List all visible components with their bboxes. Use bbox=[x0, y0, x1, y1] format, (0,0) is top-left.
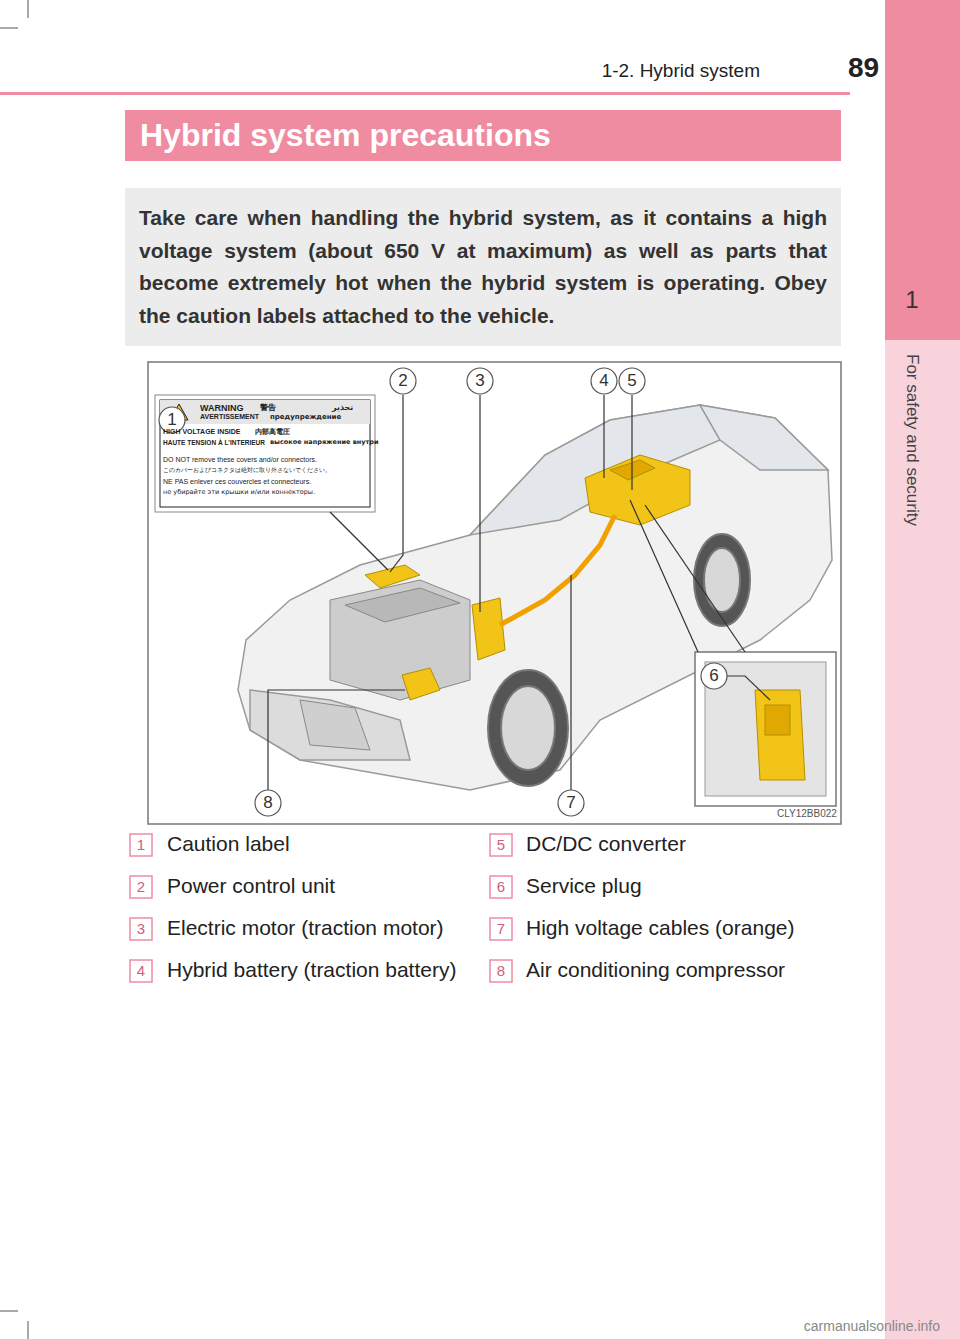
list-number: 2 bbox=[137, 878, 145, 895]
list-number: 7 bbox=[497, 920, 505, 937]
part-name: DC/DC converter bbox=[526, 832, 686, 856]
part-name: Air conditioning compressor bbox=[526, 958, 785, 982]
callout-number: 1 bbox=[167, 410, 176, 430]
label-text: 警告 bbox=[260, 403, 276, 412]
callout-number: 2 bbox=[398, 371, 407, 391]
callout-number: 7 bbox=[566, 793, 575, 813]
caution-label: WARNING 警告 تحذير AVERTISSEMENT предупреждени… bbox=[160, 400, 370, 507]
label-text: NE PAS enlever ces couvercles et connect… bbox=[163, 478, 311, 486]
label-text: DO NOT remove these covers and/or connec… bbox=[163, 456, 317, 464]
intro-box: Take care when handling the hybrid syste… bbox=[125, 188, 841, 346]
label-text: HAUTE TENSION À L'INTERIEUR bbox=[163, 439, 265, 446]
label-text: высокое напряжение внутри bbox=[270, 439, 378, 446]
list-number: 4 bbox=[137, 962, 145, 979]
part-name: Caution label bbox=[167, 832, 290, 856]
page-number: 89 bbox=[848, 52, 879, 84]
list-number: 6 bbox=[497, 878, 505, 895]
label-text: 内部高電圧 bbox=[255, 428, 290, 436]
part-name: Hybrid battery (traction battery) bbox=[167, 958, 477, 982]
callout-number: 4 bbox=[599, 371, 608, 391]
list-number: 3 bbox=[137, 920, 145, 937]
label-text: このカバーおよびコネクタは絶対に取り外さないでください。 bbox=[163, 467, 331, 474]
chapter-number: 1 bbox=[905, 286, 918, 314]
watermark: carmanualsonline.info bbox=[804, 1318, 940, 1334]
label-text: AVERTISSEMENT bbox=[200, 413, 259, 421]
label-text: تحذير bbox=[332, 403, 353, 412]
label-text: WARNING bbox=[200, 403, 244, 413]
part-name: Power control unit bbox=[167, 874, 335, 898]
part-name: High voltage cables (orange) bbox=[526, 916, 795, 940]
label-text: не убирайте эти крышки и/или коннекторы. bbox=[163, 489, 315, 496]
chapter-name: For safety and security bbox=[902, 354, 922, 526]
section-title: Hybrid system precautions bbox=[140, 117, 551, 154]
callout-number: 8 bbox=[263, 793, 272, 813]
label-text: предупреждение bbox=[270, 413, 341, 421]
callout-number: 6 bbox=[709, 666, 718, 686]
list-number: 8 bbox=[497, 962, 505, 979]
callout-number: 3 bbox=[475, 371, 484, 391]
part-name: Service plug bbox=[526, 874, 642, 898]
list-number: 5 bbox=[497, 836, 505, 853]
intro-text: Take care when handling the hybrid syste… bbox=[139, 202, 827, 332]
figure-code: CLY12BB022 bbox=[777, 808, 837, 820]
list-number: 1 bbox=[137, 836, 145, 853]
part-name: Electric motor (traction motor) bbox=[167, 916, 444, 940]
callout-number: 5 bbox=[627, 371, 636, 391]
section-header: 1-2. Hybrid system bbox=[602, 60, 760, 82]
